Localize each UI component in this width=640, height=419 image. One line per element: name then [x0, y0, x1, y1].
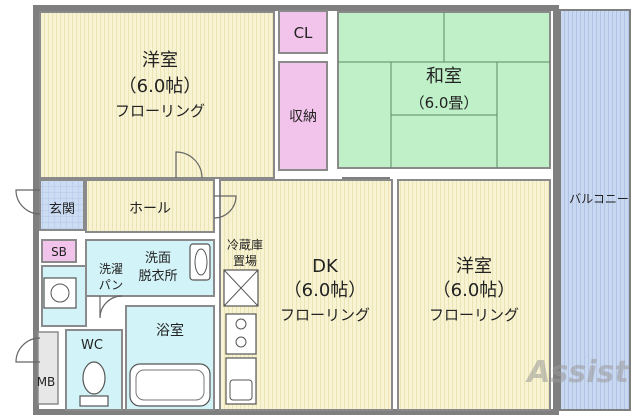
- meter-box: [37, 331, 59, 405]
- japanese-size: （6.0畳）: [410, 94, 479, 112]
- cl-label: CL: [294, 24, 313, 42]
- western-top-size: （6.0帖）: [119, 76, 202, 97]
- western-top-floor: フローリング: [115, 102, 205, 120]
- entrance-label: 玄関: [49, 202, 75, 217]
- windows: [35, 30, 557, 380]
- door-swings: [15, 151, 237, 363]
- hall-label: ホール: [129, 201, 171, 217]
- laundry-line1: 洗濯: [99, 262, 123, 276]
- western-room-right-floor: [397, 179, 551, 411]
- fridge-line1: 冷蔵庫: [227, 238, 263, 252]
- japanese-name: 和室: [426, 66, 462, 87]
- western-top-name: 洋室: [142, 50, 178, 71]
- western-right-size: （6.0帖）: [433, 280, 516, 301]
- laundry-line2: パン: [99, 278, 124, 292]
- toilet-tank: [79, 395, 109, 407]
- dk-size: （6.0帖）: [284, 280, 367, 301]
- dk-name: DK: [312, 256, 339, 277]
- assist-watermark: Assist: [525, 355, 630, 390]
- storage-label: 収納: [289, 109, 317, 125]
- shoe-box: [41, 239, 77, 263]
- sb-label: SB: [51, 245, 67, 259]
- fridge-line2: 置場: [233, 254, 257, 268]
- western-right-name: 洋室: [456, 256, 492, 277]
- bath-label: 浴室: [156, 322, 184, 339]
- western-room-top-floor: [39, 11, 275, 179]
- balcony-label: バルコニー: [569, 192, 629, 206]
- tatami-room: [337, 11, 551, 169]
- mb-label: MB: [37, 375, 56, 389]
- closet-cl: [278, 10, 328, 54]
- wc-label: WC: [81, 338, 103, 353]
- dk-floor: フローリング: [280, 306, 370, 324]
- entrance-tiles: [39, 179, 85, 231]
- hall-floor: [85, 179, 215, 233]
- western-right-floor: フローリング: [429, 306, 519, 324]
- laundry-pan: [43, 277, 77, 309]
- washroom-line1: 洗面: [145, 251, 171, 266]
- washroom-line2: 脱衣所: [138, 268, 177, 284]
- bathtub: [129, 363, 211, 407]
- toilet-bowl: [82, 361, 106, 395]
- balcony-area: [559, 9, 631, 411]
- storage-closet: [278, 61, 328, 171]
